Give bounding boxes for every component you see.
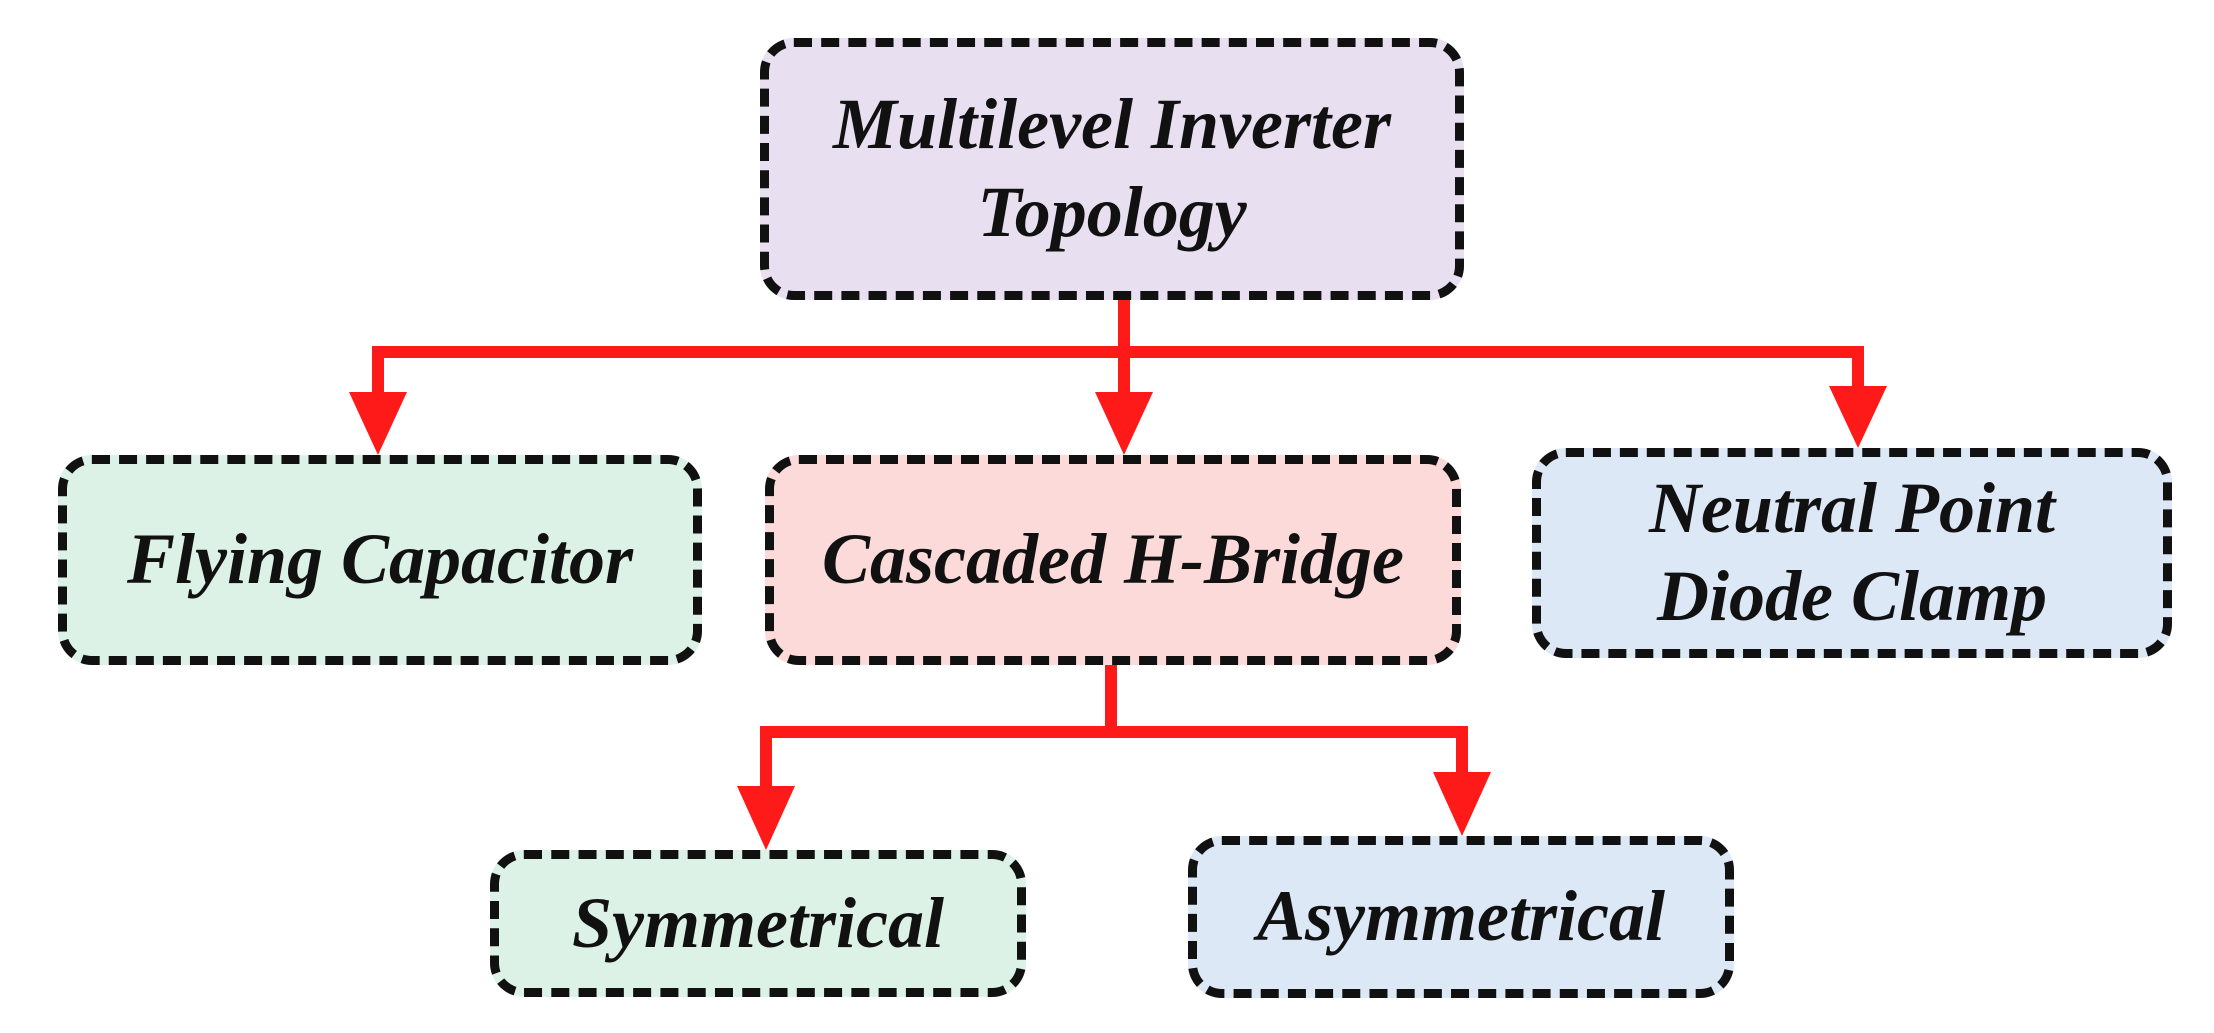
node-flying-capacitor: Flying Capacitor — [58, 455, 702, 665]
node-symmetrical: Symmetrical — [490, 850, 1026, 997]
arrowhead-neutral-point — [1829, 386, 1887, 448]
node-multilevel-inverter-topology: Multilevel Inverter Topology — [760, 38, 1464, 300]
node-label: Symmetrical — [572, 882, 944, 963]
node-label: Asymmetrical — [1257, 876, 1665, 957]
node-cascaded-h-bridge: Cascaded H-Bridge — [765, 455, 1461, 665]
node-label: Neutral Point Diode Clamp — [1648, 468, 2056, 636]
node-label: Multilevel Inverter Topology — [833, 84, 1391, 252]
arrowhead-cascaded-h-bridge — [1095, 392, 1153, 455]
node-label: Cascaded H-Bridge — [822, 519, 1404, 600]
node-asymmetrical: Asymmetrical — [1188, 836, 1734, 998]
node-label: Flying Capacitor — [126, 519, 634, 600]
arrowhead-flying-capacitor — [349, 392, 407, 455]
arrowhead-symmetrical — [737, 786, 795, 850]
arrowhead-asymmetrical — [1433, 772, 1491, 836]
node-neutral-point-diode-clamp: Neutral Point Diode Clamp — [1532, 448, 2172, 658]
